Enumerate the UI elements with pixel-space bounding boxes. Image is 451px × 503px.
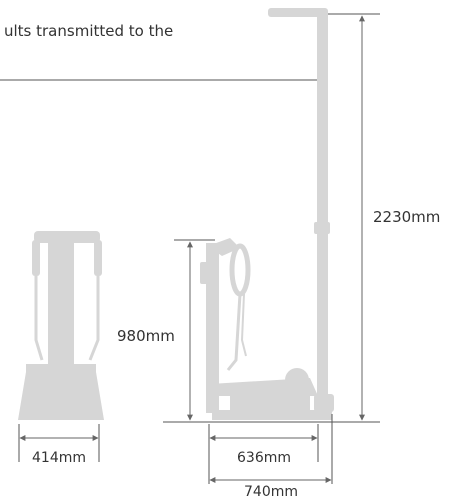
total-height-label: 2230mm	[373, 208, 440, 226]
header-text: ults transmitted to the	[4, 22, 173, 40]
base-width-label: 636mm	[237, 450, 291, 466]
front-view-device	[18, 231, 104, 420]
side-view-device	[200, 8, 334, 420]
scale-height-label: 980mm	[117, 327, 175, 345]
front-width-label: 414mm	[32, 450, 86, 466]
total-width-label: 740mm	[244, 484, 298, 499]
